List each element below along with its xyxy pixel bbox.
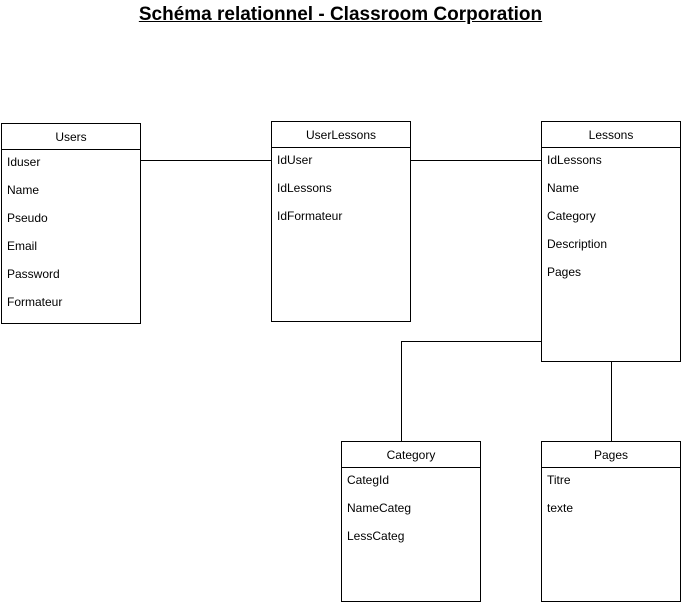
field-titre[interactable]: Titre (547, 473, 571, 487)
table-users[interactable]: Users Iduser Name Pseudo Email Password … (1, 123, 141, 324)
field-name[interactable]: Name (7, 183, 40, 197)
table-lessons[interactable]: Lessons IdLessons Name Category Descript… (541, 121, 681, 362)
field-pages[interactable]: Pages (547, 265, 582, 279)
field-idlessons[interactable]: IdLessons (277, 181, 332, 195)
table-pages[interactable]: Pages Titre texte (541, 441, 681, 602)
field-idlessons[interactable]: IdLessons (547, 153, 602, 167)
field-description[interactable]: Description (547, 237, 608, 251)
field-pseudo[interactable]: Pseudo (7, 211, 48, 225)
field-formateur[interactable]: Formateur (7, 295, 63, 309)
field-iduser[interactable]: Iduser (7, 155, 41, 169)
table-header-pages: Pages (542, 442, 680, 468)
field-idformateur[interactable]: IdFormateur (277, 209, 343, 223)
field-lesscateg[interactable]: LessCateg (347, 529, 405, 543)
field-password[interactable]: Password (7, 267, 60, 281)
field-name[interactable]: Name (547, 181, 580, 195)
field-iduser[interactable]: IdUser (277, 153, 313, 167)
field-namecateg[interactable]: NameCateg (347, 501, 412, 515)
diagram-title: Schéma relationnel - Classroom Corporati… (138, 4, 543, 25)
field-list-lessons: IdLessons Name Category Description Page… (542, 148, 680, 288)
field-list-category: CategId NameCateg LessCateg (342, 468, 480, 552)
field-list-users: Iduser Name Pseudo Email Password Format… (2, 150, 140, 318)
field-email[interactable]: Email (7, 239, 38, 253)
table-header-userlessons: UserLessons (272, 122, 410, 148)
field-list-userlessons: IdUser IdLessons IdFormateur (272, 148, 410, 232)
field-category[interactable]: Category (547, 209, 596, 223)
table-header-category: Category (342, 442, 480, 468)
table-userlessons[interactable]: UserLessons IdUser IdLessons IdFormateur (271, 121, 411, 322)
field-categid[interactable]: CategId (347, 473, 390, 487)
table-category[interactable]: Category CategId NameCateg LessCateg (341, 441, 481, 602)
field-texte[interactable]: texte (547, 501, 574, 515)
table-header-users: Users (2, 124, 140, 150)
table-header-lessons: Lessons (542, 122, 680, 148)
field-list-pages: Titre texte (542, 468, 680, 524)
